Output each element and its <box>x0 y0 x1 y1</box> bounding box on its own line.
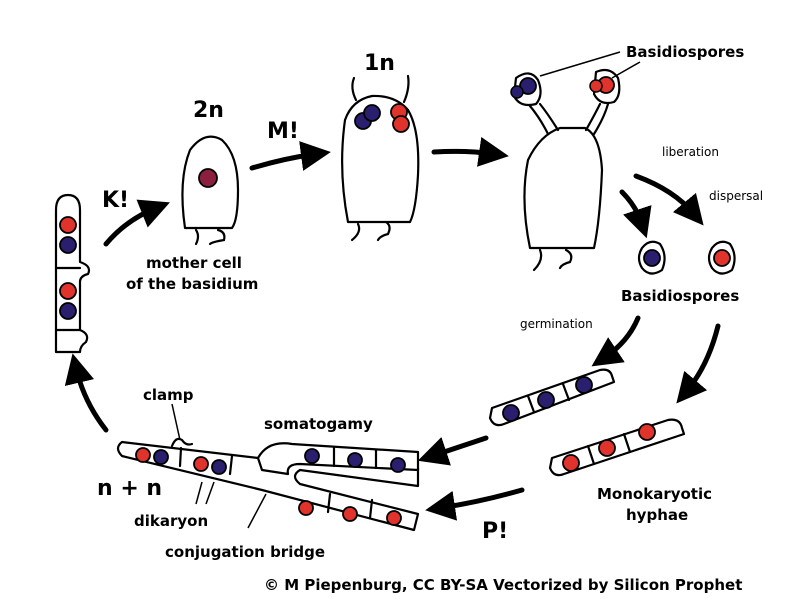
basidium-mature <box>510 51 641 272</box>
nucleus-blue <box>153 449 169 465</box>
nucleus-blue <box>575 376 593 394</box>
nucleus-blue <box>390 457 406 473</box>
nucleus-blue <box>59 236 77 254</box>
label-meiosis: M! <box>267 119 299 144</box>
arrow-red-to-somatogamy <box>425 487 525 521</box>
nucleus-blue <box>510 85 524 99</box>
label-liberation: liberation <box>662 145 719 159</box>
label-basidiospores-top: Basidiospores <box>626 43 744 61</box>
arrow-blue-to-somatogamy <box>417 435 489 466</box>
nucleus-red <box>598 439 616 457</box>
label-germination: germination <box>520 317 593 331</box>
arrow-dispersal <box>633 173 704 226</box>
cycle-arrows <box>64 137 721 521</box>
arrow-meiosis <box>249 141 331 171</box>
label-conjugation-bridge: conjugation bridge <box>165 543 325 561</box>
label-mother-cell-2: of the basidium <box>126 275 258 293</box>
monokaryotic-hypha-red <box>548 418 686 477</box>
released-basidiospores <box>637 240 736 275</box>
nucleus-red <box>562 454 580 472</box>
nucleus-blue <box>363 104 381 122</box>
label-somatogamy: somatogamy <box>264 415 373 433</box>
nucleus-red <box>713 249 731 267</box>
label-1n: 1n <box>364 51 395 76</box>
arrow-germination-blue <box>591 315 641 367</box>
label-n-plus-n: n + n <box>97 476 162 501</box>
credit-line: © M Piepenburg, CC BY-SA Vectorized by S… <box>264 576 742 594</box>
arrow-liberation <box>619 189 652 239</box>
arrow-germination-red <box>676 323 721 404</box>
nucleus-red <box>386 510 402 526</box>
nucleus-red <box>589 79 603 93</box>
nucleus-fused <box>198 168 218 188</box>
nucleus-red <box>59 282 77 300</box>
nucleus-blue <box>347 452 363 468</box>
label-dispersal: dispersal <box>709 189 763 203</box>
label-karyogamy: K! <box>102 188 129 213</box>
basidium-meiosis <box>341 74 420 242</box>
nucleus-blue <box>537 391 555 409</box>
dikaryotic-hypha-vertical <box>54 193 91 354</box>
label-dikaryon: dikaryon <box>134 512 208 530</box>
nucleus-red <box>638 423 656 441</box>
somatogamy-hyphae <box>116 403 420 532</box>
nucleus-blue <box>643 249 661 267</box>
nucleus-blue <box>59 302 77 320</box>
nucleus-blue <box>304 448 320 464</box>
label-monokaryotic-1: Monokaryotic <box>597 485 712 503</box>
arrow-to-mature <box>431 137 509 167</box>
nucleus-blue <box>211 459 227 475</box>
nucleus-red <box>342 506 358 522</box>
basidium-mother-cell <box>181 135 240 246</box>
nucleus-red <box>59 216 77 234</box>
label-plasmogamy: P! <box>482 519 508 544</box>
nucleus-red <box>193 456 209 472</box>
arrow-karyogamy <box>103 199 170 247</box>
label-mother-cell-1: mother cell <box>146 254 242 272</box>
nucleus-red <box>298 500 314 516</box>
nucleus-red <box>392 115 410 133</box>
monokaryotic-hypha-blue <box>488 368 616 427</box>
label-clamp: clamp <box>143 386 194 404</box>
nucleus-blue <box>502 404 520 422</box>
label-monokaryotic-2: hyphae <box>626 506 688 524</box>
label-2n: 2n <box>193 98 224 123</box>
label-basidiospores-mid: Basidiospores <box>621 287 739 305</box>
arrow-to-dikaryon <box>64 353 109 433</box>
nucleus-red <box>135 447 151 463</box>
